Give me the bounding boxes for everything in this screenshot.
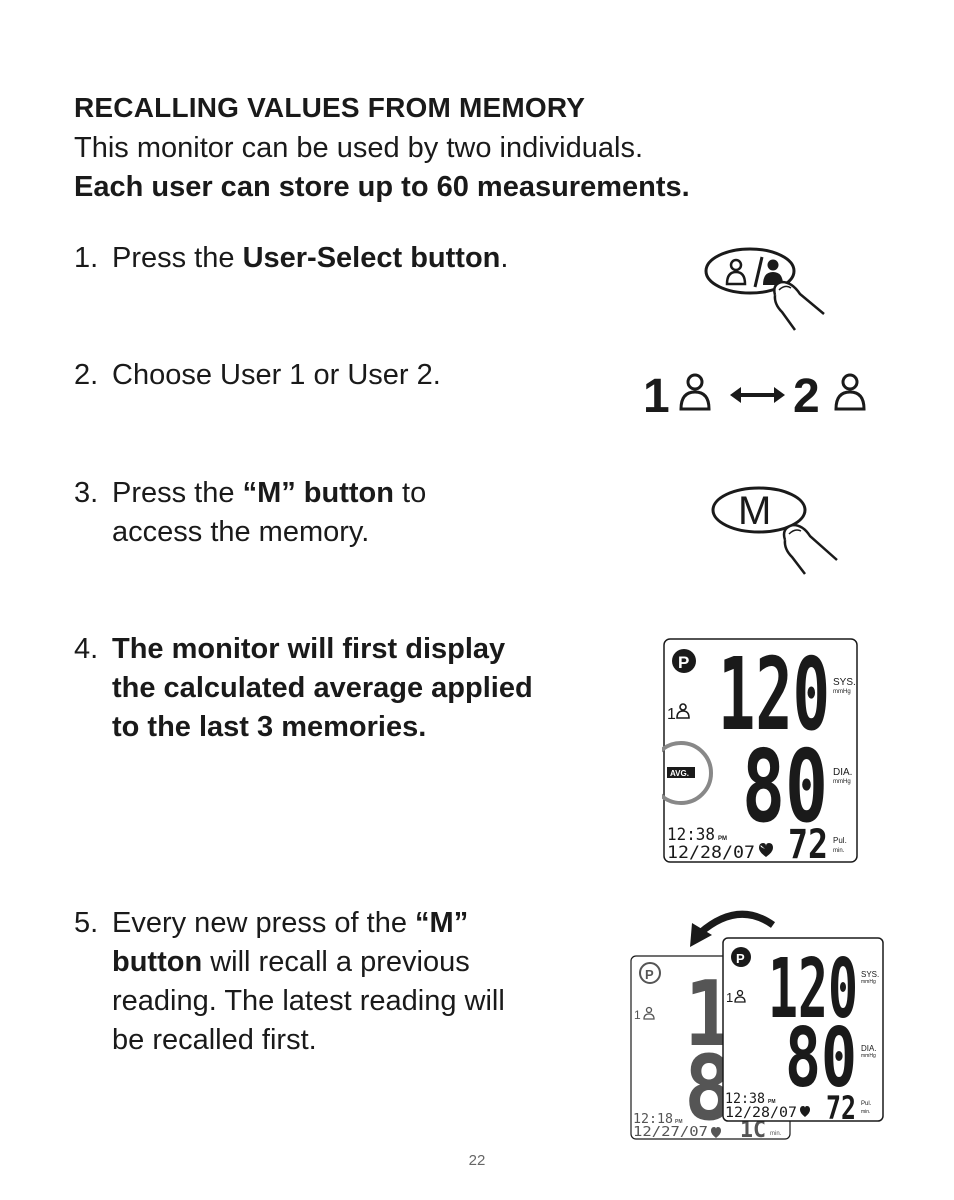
page-number: 22 (468, 1152, 486, 1169)
svg-text:min.: min. (861, 1109, 870, 1115)
svg-text:DIA.: DIA. (861, 1044, 877, 1053)
recall-arrow-icon (697, 910, 776, 936)
svg-text:12:18: 12:18 (633, 1112, 673, 1127)
svg-text:PM: PM (718, 836, 727, 842)
svg-text:1: 1 (634, 1008, 641, 1022)
svg-text:12/28/07: 12/28/07 (725, 1105, 797, 1121)
svg-text:M: M (738, 489, 771, 533)
intro-text-bold: Each user can store up to 60 measurement… (74, 171, 690, 203)
svg-text:120: 120 (768, 942, 858, 1037)
svg-text:mmHg: mmHg (833, 779, 851, 785)
svg-text:2: 2 (793, 370, 820, 420)
svg-text:DIA.: DIA. (833, 767, 852, 778)
svg-text:1: 1 (643, 370, 670, 420)
lcd-display: P 1 AVG. 120 SYS. mmHg 80 DIA. mmHg 12:3… (662, 637, 858, 865)
svg-text:min.: min. (770, 1131, 782, 1137)
date-value: 12/28/07 (667, 843, 755, 863)
svg-text:12/27/07: 12/27/07 (633, 1125, 708, 1140)
heart-icon (759, 843, 773, 857)
heart-icon (800, 1106, 810, 1117)
sys-value: 120 (718, 637, 830, 753)
svg-text:80: 80 (785, 1011, 857, 1106)
svg-text:SYS.: SYS. (833, 677, 856, 688)
svg-text:PM: PM (675, 1119, 683, 1125)
svg-text:1: 1 (726, 990, 733, 1005)
avg-highlight-circle (662, 741, 713, 805)
memory-recall-figure: P 1 1 8 12:18 PM 12/27/07 1C min. P 1 12… (630, 910, 884, 1143)
step-number: 4. (74, 633, 99, 665)
heart-icon (711, 1127, 721, 1138)
time-value: 12:38 (667, 825, 715, 845)
svg-text:mmHg: mmHg (833, 689, 851, 695)
svg-text:P: P (678, 653, 689, 672)
user-select-button-icon (704, 247, 825, 331)
dia-value: 80 (742, 728, 828, 845)
svg-text:mmHg: mmHg (861, 979, 876, 985)
step-number: 5. (74, 907, 99, 939)
svg-text:min.: min. (833, 848, 845, 854)
svg-text:P: P (645, 967, 654, 982)
power-logo-icon (672, 649, 696, 673)
user-icon (676, 703, 690, 719)
user-toggle-icon: 1 2 (643, 370, 866, 420)
step-number: 3. (74, 477, 99, 509)
current-reading-display (722, 937, 884, 1122)
intro-text: This monitor can be used by two individu… (74, 132, 644, 164)
svg-text:AVG.: AVG. (670, 769, 689, 778)
svg-text:72: 72 (826, 1089, 856, 1127)
svg-text:SYS.: SYS. (861, 970, 879, 979)
svg-text:Pul.: Pul. (833, 836, 847, 845)
section-heading: RECALLING VALUES FROM MEMORY (74, 92, 586, 123)
svg-text:P: P (736, 951, 745, 966)
user-number: 1 (667, 706, 676, 723)
pulse-value: 72 (788, 822, 828, 865)
power-logo-icon (731, 947, 751, 967)
svg-text:mmHg: mmHg (861, 1053, 876, 1059)
svg-text:Pul.: Pul. (861, 1101, 872, 1107)
svg-text:12:38: 12:38 (725, 1091, 765, 1107)
svg-text:1C: 1C (740, 1118, 766, 1143)
avg-badge (667, 767, 695, 778)
step-number: 1. (74, 242, 99, 274)
svg-text:PM: PM (768, 1099, 776, 1105)
step-text: Every new press of the “M”button will re… (112, 907, 505, 1056)
step-text: Press the User-Select button. (112, 242, 509, 274)
m-button-icon: M (711, 486, 838, 575)
step-number: 2. (74, 359, 99, 391)
step-text: Choose User 1 or User 2. (112, 359, 441, 391)
power-logo-icon (639, 962, 661, 984)
